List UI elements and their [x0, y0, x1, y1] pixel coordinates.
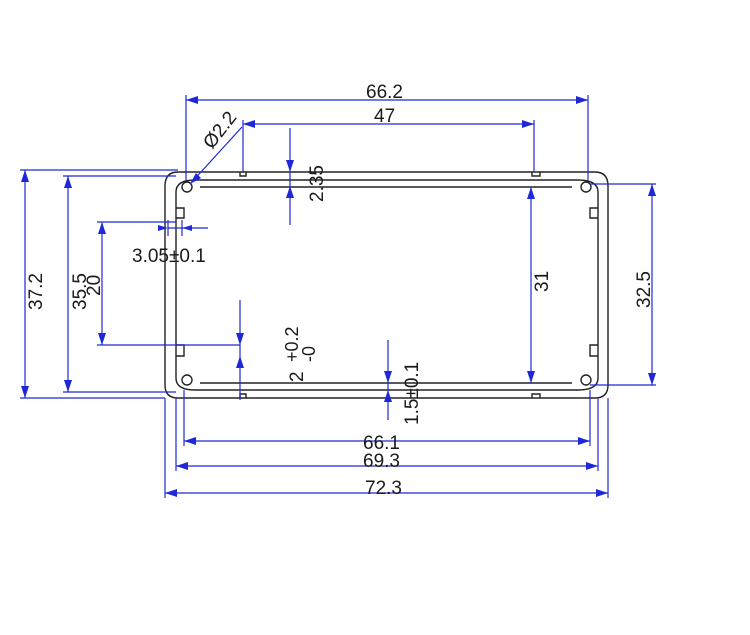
label-width-69: 69.3 — [363, 451, 400, 472]
dimension-labels: 66.2 47 Ø2.2 2.35 37.2 35.5 20 3.05±0.1 … — [26, 82, 655, 499]
label-wall-thickness: 1.5±0.1 — [402, 362, 423, 425]
label-top-width: 66.2 — [366, 82, 403, 103]
label-outer-width: 72.3 — [365, 478, 402, 499]
label-wall-3: 3.05±0.1 — [132, 246, 206, 267]
label-right-32: 32.5 — [634, 271, 655, 308]
label-hole-diameter: Ø2.2 — [199, 108, 241, 153]
label-groove-tol-plus: +0.2 — [282, 326, 302, 362]
label-groove: 2 — [287, 371, 308, 382]
label-right-31: 31 — [532, 271, 553, 292]
dimension-lines — [20, 95, 656, 498]
label-inner-20: 20 — [84, 275, 105, 296]
label-slot-depth: 2.35 — [307, 165, 328, 202]
label-height-35: 35.5 — [70, 273, 91, 310]
label-height-37: 37.2 — [26, 273, 47, 310]
label-width-66-1: 66.1 — [363, 433, 400, 454]
label-groove-tol-minus: -0 — [299, 346, 319, 362]
label-slot-width: 47 — [374, 106, 395, 127]
